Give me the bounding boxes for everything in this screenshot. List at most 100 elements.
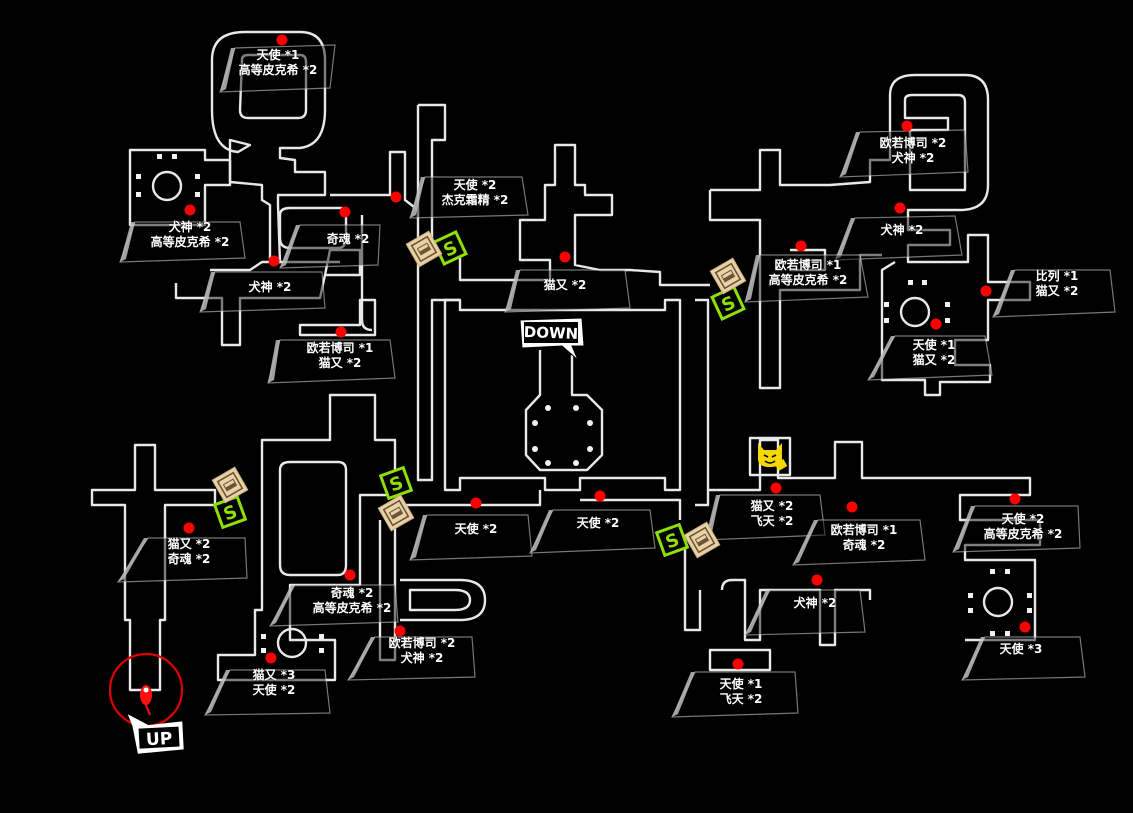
map-icons: S S S S S xyxy=(211,230,747,559)
label-plate-edge xyxy=(745,255,760,302)
enemy-marker[interactable] xyxy=(894,202,906,214)
label-plate-edge xyxy=(868,336,895,380)
stairs-down-icon[interactable]: DOWN xyxy=(519,317,585,361)
up-label: UP xyxy=(146,729,173,750)
enemy-marker[interactable] xyxy=(268,255,280,267)
enemy-marker[interactable] xyxy=(846,501,858,513)
label-plates xyxy=(116,44,1116,718)
enemy-entry: 奇魂 *2 xyxy=(167,552,211,566)
enemy-marker[interactable] xyxy=(1019,621,1031,633)
enemy-entry: 高等皮克希 *2 xyxy=(768,273,848,287)
enemy-marker[interactable] xyxy=(390,191,402,203)
enemy-entry: 猫又 *2 xyxy=(1035,284,1079,298)
stairs-up-icon[interactable]: UP xyxy=(127,711,184,754)
enemy-entry: 天使 *2 xyxy=(252,683,296,697)
enemy-entry: 欧若博司 *2 xyxy=(879,136,947,150)
enemy-entry: 比列 *1 xyxy=(1035,269,1079,283)
save-point-icon[interactable]: S xyxy=(432,230,468,266)
morgana-cat-icon[interactable] xyxy=(758,443,788,471)
enemy-marker[interactable] xyxy=(770,482,782,494)
enemy-marker[interactable] xyxy=(594,490,606,502)
enemy-entry: 天使 *2 xyxy=(1001,512,1045,526)
enemy-marker[interactable] xyxy=(811,574,823,586)
enemy-group-label: 天使 *2 xyxy=(455,522,498,537)
enemy-entry: 天使 *1 xyxy=(719,677,763,691)
enemy-entry: 犬神 *2 xyxy=(793,596,837,610)
player-position-icon[interactable] xyxy=(108,652,184,728)
enemy-entry: 猫又 *2 xyxy=(543,278,587,292)
enemy-marker[interactable] xyxy=(265,652,277,664)
label-plate-edge xyxy=(410,515,427,560)
enemy-group-label: 奇魂 *2 xyxy=(327,232,370,247)
enemy-marker[interactable] xyxy=(183,522,195,534)
enemy-entry: 天使 *1 xyxy=(256,48,300,62)
label-plate-edge xyxy=(120,222,135,262)
map-pillars xyxy=(136,154,1032,653)
enemy-entry: 飞天 *2 xyxy=(750,514,794,528)
enemy-marker[interactable] xyxy=(276,34,288,46)
enemy-entry: 猫又 *2 xyxy=(167,537,211,551)
enemy-marker[interactable] xyxy=(795,240,807,252)
treasure-chest-icon[interactable] xyxy=(683,521,721,559)
treasure-chest-icon[interactable] xyxy=(405,230,443,268)
enemy-group-label: 猫又 *2 xyxy=(544,278,587,293)
enemy-marker[interactable] xyxy=(339,206,351,218)
enemy-marker[interactable] xyxy=(470,497,482,509)
enemy-marker[interactable] xyxy=(344,569,356,581)
save-point-icon[interactable]: S xyxy=(710,285,746,321)
enemy-entry: 犬神 *2 xyxy=(168,220,212,234)
enemy-entry: 高等皮克希 *2 xyxy=(238,63,318,77)
enemy-entry: 天使 *3 xyxy=(999,642,1043,656)
label-plate-edge xyxy=(530,510,553,553)
label-plate-edge xyxy=(793,520,818,565)
save-point-icon[interactable]: S xyxy=(654,522,690,558)
down-label: DOWN xyxy=(524,323,579,343)
treasure-chest-icon[interactable] xyxy=(211,466,249,504)
enemy-entry: 天使 *2 xyxy=(454,522,498,536)
enemy-entry: 犬神 *2 xyxy=(880,223,924,237)
enemy-marker[interactable] xyxy=(394,625,406,637)
enemy-entry: 天使 *1 xyxy=(912,338,956,352)
treasure-chest-icon[interactable] xyxy=(377,494,415,532)
enemy-group-label: 天使 *3 xyxy=(1000,642,1043,657)
enemy-marker[interactable] xyxy=(559,251,571,263)
label-plate-edge xyxy=(280,225,300,268)
enemy-group-label: 天使 *2 xyxy=(577,516,620,531)
label-plate-edge xyxy=(410,177,425,218)
enemy-marker[interactable] xyxy=(184,204,196,216)
enemy-marker[interactable] xyxy=(930,318,942,330)
enemy-marker[interactable] xyxy=(901,120,913,132)
enemy-entry: 猫又 *2 xyxy=(318,356,362,370)
enemy-entry: 欧若博司 *1 xyxy=(306,341,374,355)
enemy-entry: 猫又 *3 xyxy=(252,668,296,682)
enemy-entry: 奇魂 *2 xyxy=(330,586,374,600)
enemy-marker[interactable] xyxy=(335,326,347,338)
label-plate-edge xyxy=(118,538,148,582)
save-point-icon[interactable]: S xyxy=(378,465,414,501)
enemy-marker[interactable] xyxy=(980,285,992,297)
enemy-entry: 猫又 *2 xyxy=(750,499,794,513)
label-plate-edge xyxy=(348,637,375,680)
enemy-marker[interactable] xyxy=(1009,493,1021,505)
label-plate-edge xyxy=(268,340,280,383)
label-plate-edge xyxy=(835,218,855,260)
enemy-entry: 欧若博司 *2 xyxy=(388,636,456,650)
treasure-chest-icon[interactable] xyxy=(709,257,747,295)
enemy-entry: 犬神 *2 xyxy=(891,151,935,165)
label-plate-edge xyxy=(840,132,860,177)
enemy-marker[interactable] xyxy=(732,658,744,670)
label-plate-edge xyxy=(993,270,1015,317)
save-point-icon[interactable]: S xyxy=(212,494,248,530)
enemy-entry: 高等皮克希 *2 xyxy=(983,527,1063,541)
